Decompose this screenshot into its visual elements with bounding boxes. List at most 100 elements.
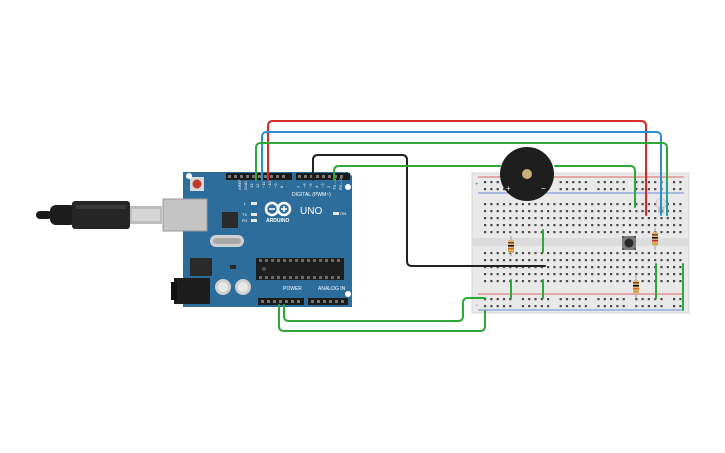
breadboard-hole[interactable] xyxy=(559,298,562,301)
breadboard-hole[interactable] xyxy=(597,252,600,255)
breadboard-hole[interactable] xyxy=(559,273,562,276)
wire-blue[interactable] xyxy=(261,131,662,216)
breadboard-hole[interactable] xyxy=(635,298,638,301)
breadboard-hole[interactable] xyxy=(603,217,606,220)
breadboard-hole[interactable] xyxy=(578,252,581,255)
breadboard-hole[interactable] xyxy=(496,217,499,220)
breadboard-hole[interactable] xyxy=(679,231,682,234)
breadboard-hole[interactable] xyxy=(647,188,650,191)
breadboard-hole[interactable] xyxy=(673,224,676,227)
breadboard-hole[interactable] xyxy=(647,298,650,301)
breadboard-hole[interactable] xyxy=(578,259,581,262)
breadboard-hole[interactable] xyxy=(547,203,550,206)
breadboard-hole[interactable] xyxy=(528,298,531,301)
wire-black-gnd[interactable] xyxy=(312,154,546,267)
breadboard-hole[interactable] xyxy=(484,252,487,255)
breadboard-hole[interactable] xyxy=(540,203,543,206)
breadboard-hole[interactable] xyxy=(534,217,537,220)
breadboard-hole[interactable] xyxy=(673,181,676,184)
breadboard-hole[interactable] xyxy=(528,252,531,255)
breadboard-hole[interactable] xyxy=(496,210,499,213)
breadboard-hole[interactable] xyxy=(647,259,650,262)
breadboard-hole[interactable] xyxy=(610,188,613,191)
breadboard-hole[interactable] xyxy=(565,273,569,276)
breadboard-hole[interactable] xyxy=(622,181,625,184)
breadboard-hole[interactable] xyxy=(641,298,644,301)
breadboard-hole[interactable] xyxy=(622,305,625,308)
breadboard-hole[interactable] xyxy=(622,252,625,255)
breadboard-hole[interactable] xyxy=(603,259,606,262)
breadboard-hole[interactable] xyxy=(509,298,512,301)
breadboard-hole[interactable] xyxy=(666,217,669,220)
breadboard-hole[interactable] xyxy=(603,231,606,234)
breadboard-hole[interactable] xyxy=(515,273,518,276)
breadboard-hole[interactable] xyxy=(679,259,682,262)
breadboard-hole[interactable] xyxy=(628,231,632,234)
breadboard-hole[interactable] xyxy=(484,305,487,308)
breadboard-hole[interactable] xyxy=(628,210,632,213)
breadboard-hole[interactable] xyxy=(584,217,587,220)
breadboard-hole[interactable] xyxy=(610,203,613,206)
breadboard-hole[interactable] xyxy=(628,273,632,276)
wire-green-5v[interactable] xyxy=(283,297,486,322)
breadboard-hole[interactable] xyxy=(584,181,587,184)
breadboard-hole[interactable] xyxy=(572,188,575,191)
breadboard-hole[interactable] xyxy=(679,203,682,206)
breadboard-hole[interactable] xyxy=(578,210,581,213)
breadboard-hole[interactable] xyxy=(502,259,506,262)
breadboard-hole[interactable] xyxy=(622,259,625,262)
breadboard-hole[interactable] xyxy=(628,280,632,283)
breadboard-hole[interactable] xyxy=(641,273,644,276)
wire-red[interactable] xyxy=(267,120,647,216)
breadboard-hole[interactable] xyxy=(622,203,625,206)
breadboard-hole[interactable] xyxy=(553,203,556,206)
breadboard-hole[interactable] xyxy=(547,280,550,283)
breadboard-hole[interactable] xyxy=(610,252,613,255)
breadboard-hole[interactable] xyxy=(490,203,493,206)
breadboard-hole[interactable] xyxy=(584,298,587,301)
breadboard-hole[interactable] xyxy=(647,252,650,255)
wire-green-buzzer[interactable] xyxy=(333,165,501,181)
breadboard-hole[interactable] xyxy=(534,305,537,308)
breadboard-hole[interactable] xyxy=(572,305,575,308)
breadboard-hole[interactable] xyxy=(647,280,650,283)
breadboard-hole[interactable] xyxy=(673,203,676,206)
breadboard-hole[interactable] xyxy=(584,231,587,234)
breadboard-hole[interactable] xyxy=(679,188,682,191)
breadboard-hole[interactable] xyxy=(647,305,650,308)
breadboard-hole[interactable] xyxy=(534,252,537,255)
breadboard-hole[interactable] xyxy=(490,280,493,283)
breadboard-hole[interactable] xyxy=(673,273,676,276)
breadboard-hole[interactable] xyxy=(622,298,625,301)
breadboard-hole[interactable] xyxy=(565,259,569,262)
breadboard-hole[interactable] xyxy=(673,231,676,234)
breadboard-hole[interactable] xyxy=(572,224,575,227)
arduino-uno-board[interactable]: AREF GND 13 12 ~11 ~10 ~9 8 7 ~6 ~5 4 ~3… xyxy=(162,172,352,307)
breadboard-hole[interactable] xyxy=(603,280,606,283)
breadboard-hole[interactable] xyxy=(641,266,644,269)
breadboard-hole[interactable] xyxy=(635,217,638,220)
breadboard-hole[interactable] xyxy=(496,305,499,308)
breadboard-hole[interactable] xyxy=(484,273,487,276)
breadboard-hole[interactable] xyxy=(547,266,550,269)
breadboard-hole[interactable] xyxy=(484,280,487,283)
breadboard-hole[interactable] xyxy=(597,259,600,262)
breadboard-hole[interactable] xyxy=(502,210,506,213)
breadboard-hole[interactable] xyxy=(584,203,587,206)
breadboard-hole[interactable] xyxy=(490,231,493,234)
breadboard-hole[interactable] xyxy=(584,188,587,191)
breadboard-hole[interactable] xyxy=(484,231,487,234)
breadboard-hole[interactable] xyxy=(565,298,569,301)
breadboard-hole[interactable] xyxy=(622,188,625,191)
breadboard-hole[interactable] xyxy=(654,252,657,255)
breadboard-hole[interactable] xyxy=(496,252,499,255)
breadboard-hole[interactable] xyxy=(509,203,512,206)
breadboard-hole[interactable] xyxy=(528,203,531,206)
wire-green-gnd[interactable] xyxy=(278,304,486,332)
breadboard-hole[interactable] xyxy=(635,259,638,262)
breadboard-hole[interactable] xyxy=(502,273,506,276)
breadboard-hole[interactable] xyxy=(572,231,575,234)
breadboard-hole[interactable] xyxy=(484,181,487,184)
breadboard-hole[interactable] xyxy=(591,273,594,276)
breadboard-hole[interactable] xyxy=(591,210,594,213)
